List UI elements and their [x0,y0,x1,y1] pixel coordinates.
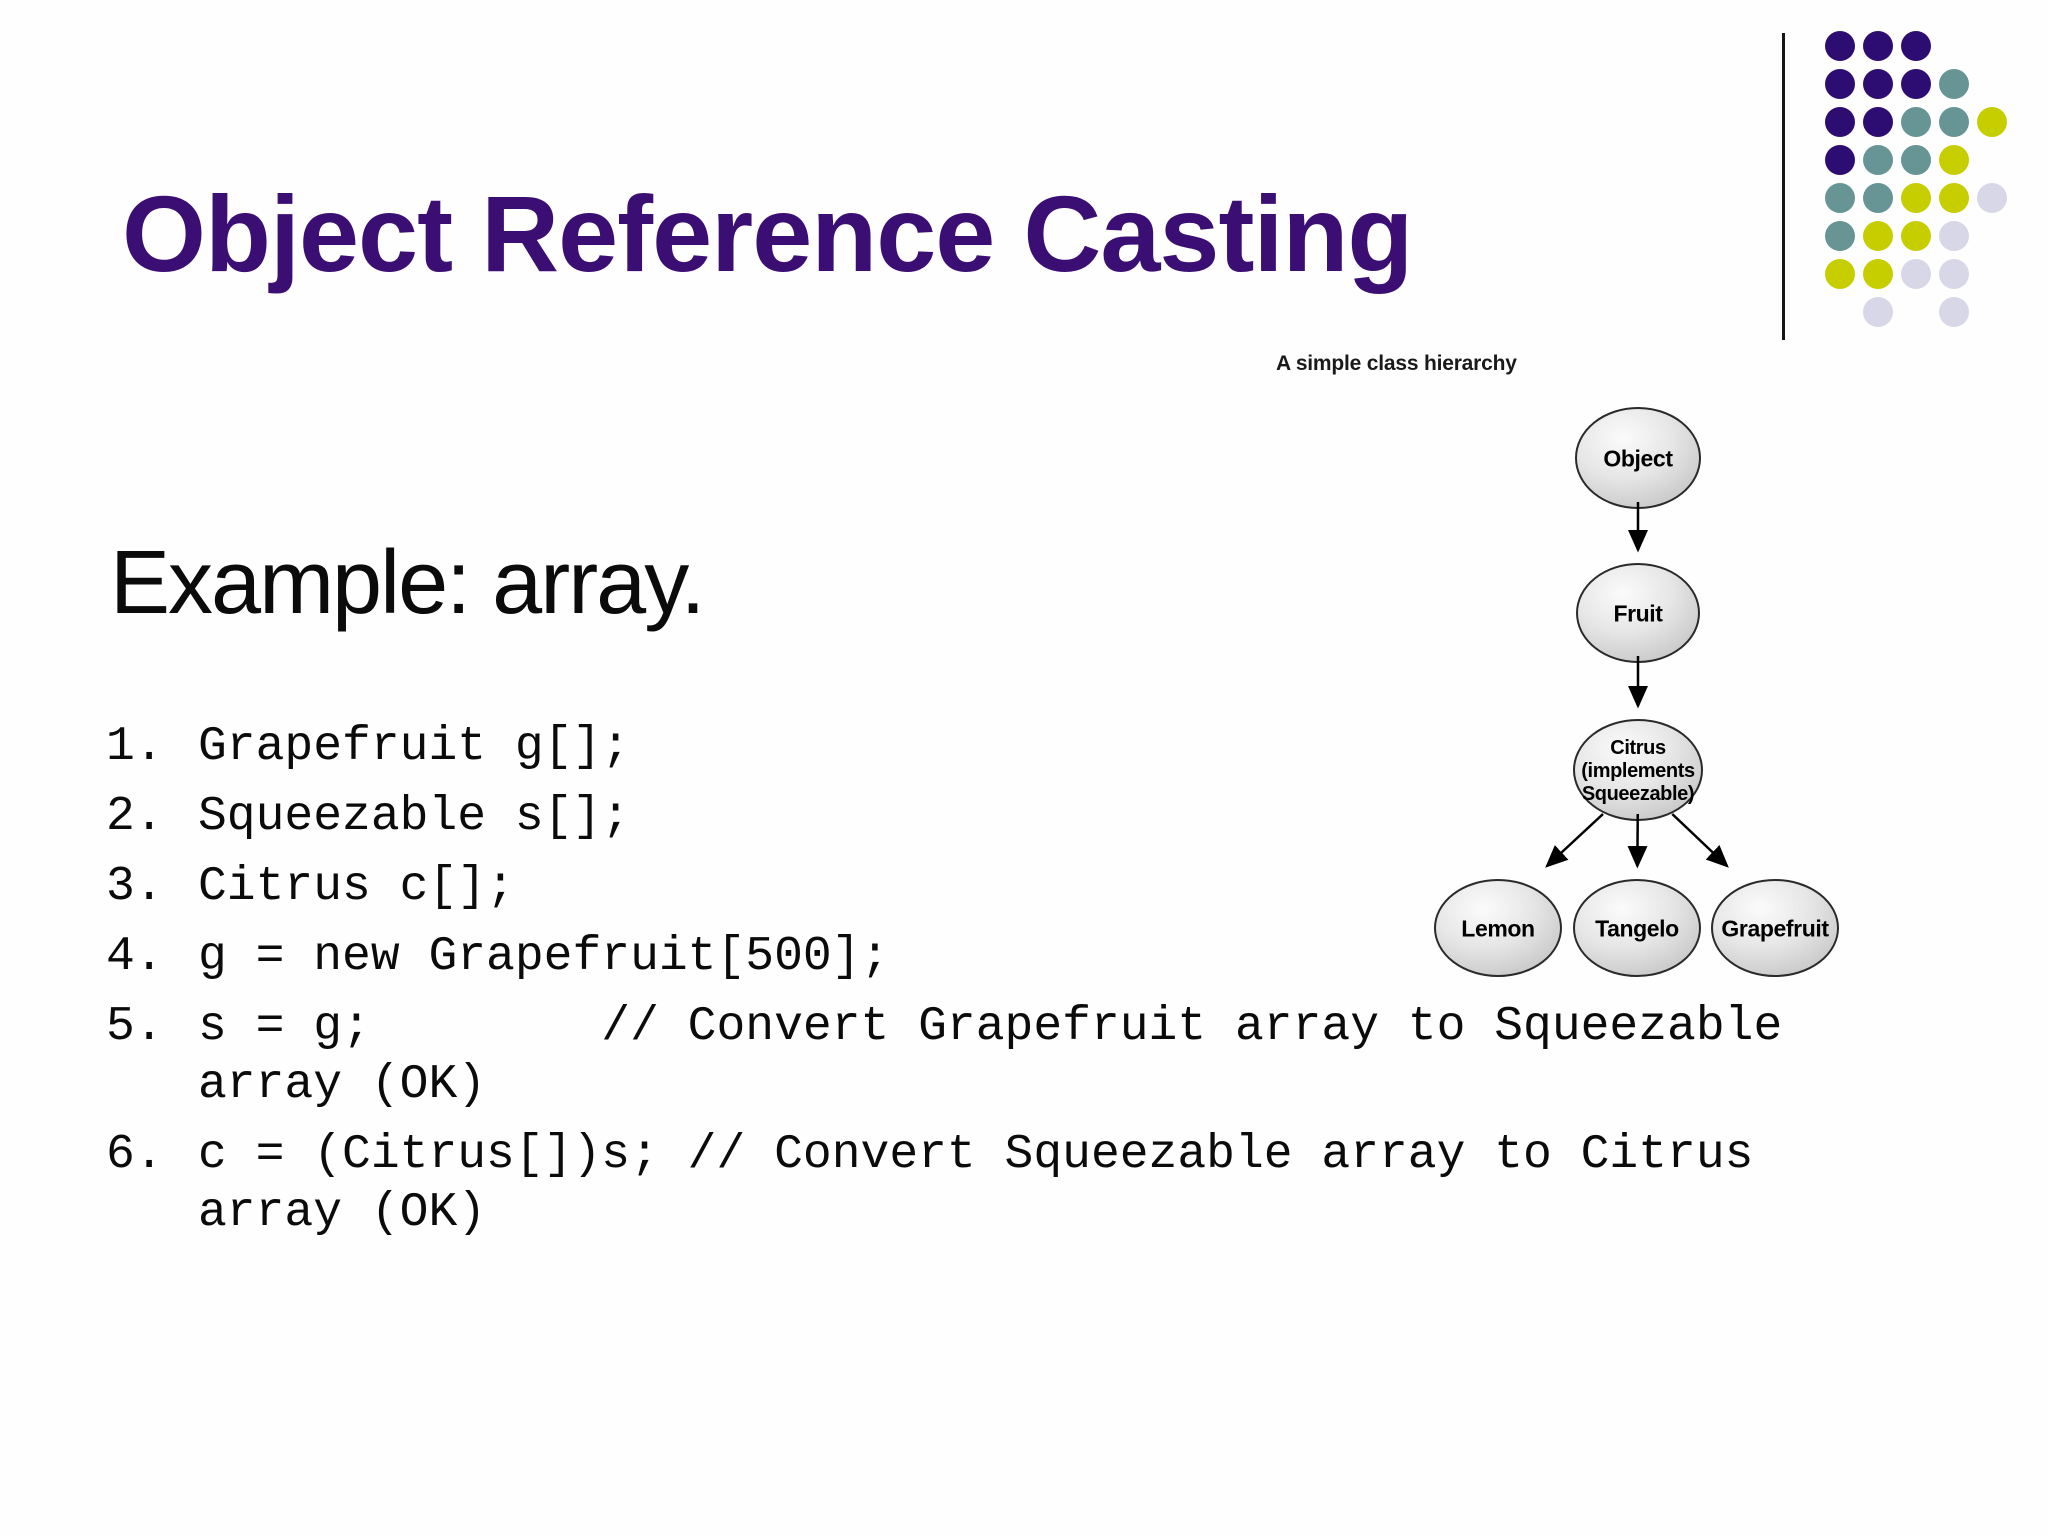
hierarchy-node-label: (implements [1581,760,1695,782]
code-item-number: 2. [106,790,164,844]
decoration-dot-lavender [1901,259,1931,289]
decoration-dot-teal [1901,107,1931,137]
code-list: 1. Grapefruit g[]; 2. Squeezable s[]; 3. Citr… [106,718,1806,1254]
code-list-item: 3. Citrus c[]; [106,858,1806,916]
code-item-text: g = new Grapefruit[500]; [198,930,890,984]
code-item-text: c = (Citrus[])s; // Convert Squeezable a… [198,1128,1754,1240]
decoration-dot-lavender [1939,259,1969,289]
decoration-dot-lavender [1939,297,1969,327]
hierarchy-node-fruit: Fruit [1576,563,1700,663]
decoration-dot-teal [1863,183,1893,213]
hierarchy-node-label: Fruit [1613,600,1663,626]
hierarchy-edge-citrus-lemon [1545,813,1604,868]
decoration-dot-purple [1863,69,1893,99]
code-list-item: 5. s = g; // Convert Grapefruit array to … [106,998,1806,1114]
decoration-dot-purple [1863,107,1893,137]
decoration-dot-lavender [1863,297,1893,327]
code-item-text: Squeezable s[]; [198,790,631,844]
decoration-dot-teal [1939,107,1969,137]
hierarchy-node-tangelo: Tangelo [1573,879,1701,977]
slide-title: Object Reference Casting [122,173,1413,294]
hierarchy-node-label: Tangelo [1595,915,1679,941]
decoration-dot-yellow [1977,107,2007,137]
decoration-dot-yellow [1863,259,1893,289]
decoration-dot-purple [1825,31,1855,61]
hierarchy-node-lemon: Lemon [1434,879,1562,977]
decoration-dot-lavender [1977,183,2007,213]
decoration-dot-purple [1825,69,1855,99]
decoration-dot-purple [1825,107,1855,137]
hierarchy-node-label: Citrus [1610,737,1666,759]
decoration-dot-purple [1863,31,1893,61]
decoration-dot-yellow [1901,183,1931,213]
decoration-dot-purple [1825,145,1855,175]
decoration-dot-yellow [1863,221,1893,251]
decoration-dot-purple [1901,69,1931,99]
decoration-dot-teal [1825,221,1855,251]
hierarchy-node-label: Object [1603,445,1673,471]
decoration-dot-teal [1825,183,1855,213]
hierarchy-node-grapefruit: Grapefruit [1711,879,1839,977]
code-item-number: 5. [106,1000,164,1054]
hierarchy-node-object: Object [1575,407,1701,509]
hierarchy-node-label: Squeezable) [1582,783,1694,805]
decoration-dot-lavender [1939,221,1969,251]
decoration-dot-teal [1863,145,1893,175]
decoration-dot-yellow [1939,183,1969,213]
decoration-dot-teal [1901,145,1931,175]
decoration-dot-purple [1901,31,1931,61]
hierarchy-node-label: Grapefruit [1721,915,1829,941]
hierarchy-node-label: Lemon [1461,915,1534,941]
code-list-item: 2. Squeezable s[]; [106,788,1806,846]
code-item-text: Grapefruit g[]; [198,720,631,774]
decoration-dot-yellow [1901,221,1931,251]
figure-caption: A simple class hierarchy [1276,352,1517,375]
code-list-item: 1. Grapefruit g[]; [106,718,1806,776]
code-item-number: 1. [106,720,164,774]
example-heading: Example: array. [110,533,706,633]
code-list-item: 4. g = new Grapefruit[500]; [106,928,1806,986]
decoration-divider-line [1782,33,1785,340]
decoration-dot-yellow [1939,145,1969,175]
hierarchy-edge-citrus-grapefruit [1671,813,1729,868]
decoration-dot-yellow [1825,259,1855,289]
code-item-number: 4. [106,930,164,984]
code-item-text: s = g; // Convert Grapefruit array to Sq… [198,1000,1783,1112]
code-item-number: 6. [106,1128,164,1182]
code-item-number: 3. [106,860,164,914]
decoration-dot-teal [1939,69,1969,99]
code-item-text: Citrus c[]; [198,860,515,914]
code-list-item: 6. c = (Citrus[])s; // Convert Squeezable… [106,1126,1806,1242]
